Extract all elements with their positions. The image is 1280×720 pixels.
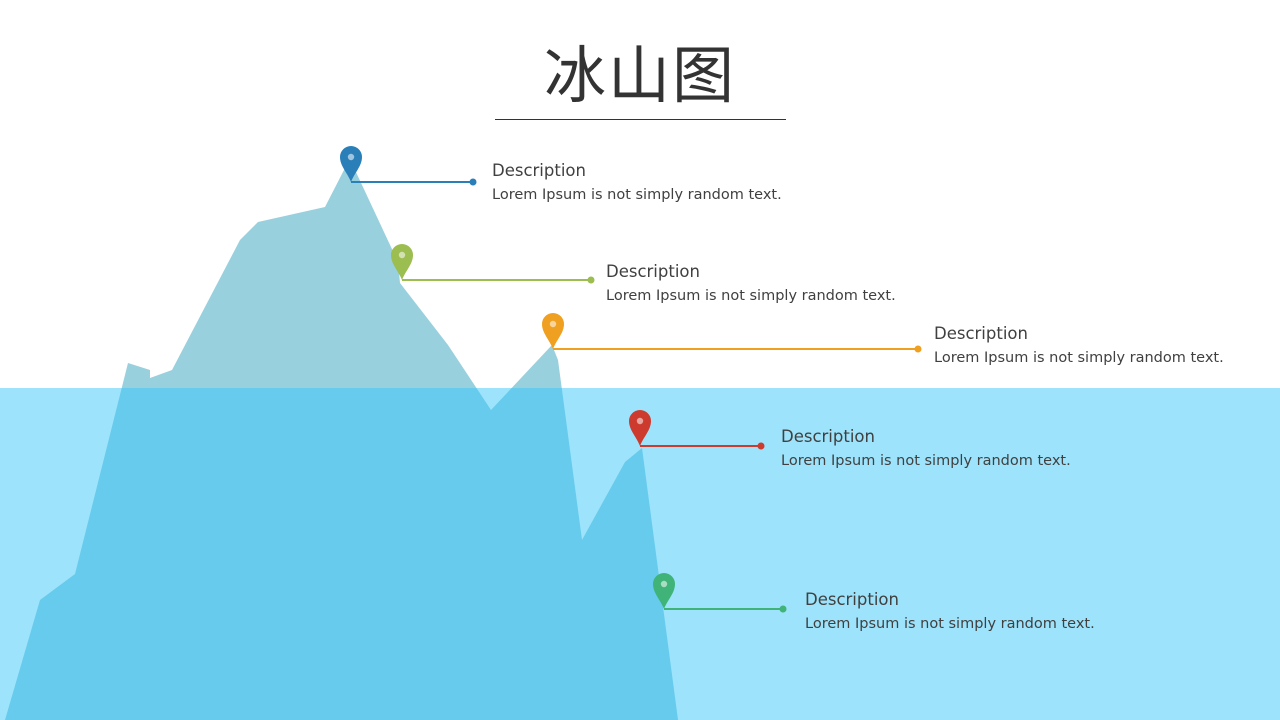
marker-2: [391, 244, 595, 284]
pin-hole: [347, 153, 355, 161]
iceberg-below-water: [5, 388, 678, 720]
pin-hole: [398, 251, 406, 259]
leader-end-dot: [779, 605, 787, 613]
map-pin-icon: [340, 146, 362, 182]
marker-4: [629, 410, 765, 450]
map-pin-icon: [653, 573, 675, 609]
description-2: Description Lorem Ipsum is not simply ra…: [606, 262, 896, 306]
leader-end-dot: [914, 345, 922, 353]
description-3-heading: Description: [934, 324, 1028, 343]
description-2-text: Lorem Ipsum is not simply random text.: [606, 288, 896, 304]
description-5: Description Lorem Ipsum is not simply ra…: [805, 590, 1095, 634]
pin-hole: [660, 580, 668, 588]
title-underline: [495, 119, 786, 120]
pin-hole: [636, 417, 644, 425]
description-4-heading: Description: [781, 427, 875, 446]
description-1: Description Lorem Ipsum is not simply ra…: [492, 161, 782, 205]
map-pin-icon: [391, 244, 413, 280]
description-1-text: Lorem Ipsum is not simply random text.: [492, 187, 782, 203]
description-2-heading: Description: [606, 262, 700, 281]
iceberg-above-water: [121, 168, 562, 388]
description-4: Description Lorem Ipsum is not simply ra…: [781, 427, 1071, 471]
marker-5: [653, 573, 787, 613]
description-4-text: Lorem Ipsum is not simply random text.: [781, 453, 1071, 469]
leader-end-dot: [587, 276, 595, 284]
description-3-text: Lorem Ipsum is not simply random text.: [934, 350, 1224, 366]
description-5-text: Lorem Ipsum is not simply random text.: [805, 616, 1095, 632]
marker-1: [340, 146, 477, 186]
description-3: Description Lorem Ipsum is not simply ra…: [934, 324, 1224, 368]
marker-3: [542, 313, 922, 353]
pin-hole: [549, 320, 557, 328]
map-pin-icon: [629, 410, 651, 446]
description-5-heading: Description: [805, 590, 899, 609]
page-title: 冰山图: [543, 39, 736, 112]
map-pin-icon: [542, 313, 564, 349]
description-1-heading: Description: [492, 161, 586, 180]
leader-end-dot: [757, 442, 765, 450]
leader-end-dot: [469, 178, 477, 186]
